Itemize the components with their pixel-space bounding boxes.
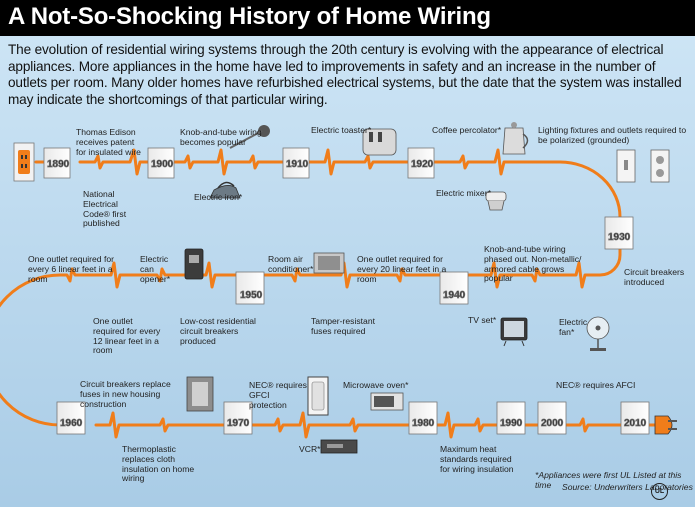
label-breakers-replace-fuses: Circuit breakers replace fuses in new ho… xyxy=(80,379,171,409)
year-1950: 1950 xyxy=(240,290,263,301)
year-box-1920: 1920 xyxy=(407,147,435,179)
label-nec-first-published: National Electrical Code® first publishe… xyxy=(83,189,127,229)
toaster-icon xyxy=(362,128,397,156)
wall-outlet-icon xyxy=(13,142,35,182)
label-low-cost-breakers: Low-cost residential circuit breakers pr… xyxy=(180,316,256,346)
year-box-1970: 1970 xyxy=(223,401,253,435)
footnote: *Appliances were first UL Listed at this… xyxy=(535,470,682,490)
year-1900: 1900 xyxy=(151,159,174,170)
year-box-1930: 1930 xyxy=(604,216,634,250)
title-bar xyxy=(0,0,695,36)
label-electric-iron: Electric iron* xyxy=(194,192,243,202)
year-box-1980: 1980 xyxy=(408,401,438,435)
breaker-panel-icon xyxy=(186,376,214,412)
label-coffee-percolator: Coffee percolator* xyxy=(432,125,502,135)
label-outlet-12-feet: One outlet required for every 12 linear … xyxy=(93,316,161,356)
cable-roll-icon xyxy=(229,125,270,149)
iron-icon xyxy=(209,181,241,199)
wire-row-2 xyxy=(0,243,622,427)
year-1920: 1920 xyxy=(411,159,434,170)
gfci-outlet-icon xyxy=(307,376,329,416)
intro-paragraph: The evolution of residential wiring syst… xyxy=(8,42,682,107)
label-thermoplastic-insulation: Thermoplastic replaces cloth insulation … xyxy=(122,444,195,484)
year-box-1960: 1960 xyxy=(56,401,86,435)
label-microwave-oven: Microwave oven* xyxy=(343,380,409,390)
label-knob-and-tube-phased-out: Knob-and-tube wiring phased out. Non-met… xyxy=(484,244,582,284)
page-title: A Not-So-Shocking History of Home Wiring xyxy=(8,3,491,30)
label-outlet-20-feet: One outlet required for every 20 linear … xyxy=(357,254,447,284)
year-2010: 2010 xyxy=(624,418,647,429)
air-conditioner-icon xyxy=(313,252,345,274)
year-1890: 1890 xyxy=(47,159,70,170)
microwave-icon xyxy=(370,392,404,411)
plug-icon xyxy=(654,415,677,435)
year-box-1950: 1950 xyxy=(235,271,265,305)
label-nec-afci: NEC® requires AFCI xyxy=(556,380,636,390)
year-box-1990: 1990 xyxy=(496,401,526,435)
label-electric-fan: Electric fan* xyxy=(559,317,588,337)
label-electric-toaster: Electric toaster* xyxy=(311,125,372,135)
light-switch-icon xyxy=(616,149,636,183)
label-room-air-conditioner: Room air conditioner* xyxy=(268,254,314,274)
year-2000: 2000 xyxy=(541,418,564,429)
year-box-1910: 1910 xyxy=(282,147,310,179)
label-circuit-breakers-introduced: Circuit breakers introduced xyxy=(624,267,685,287)
year-box-2000: 2000 xyxy=(537,401,567,435)
label-tamper-resistant-fuses: Tamper-resistant fuses required xyxy=(311,316,375,336)
vcr-icon xyxy=(320,439,358,454)
year-box-1890: 1890 xyxy=(43,147,71,179)
label-maximum-heat-standards: Maximum heat standards required for wiri… xyxy=(440,444,514,474)
tv-icon xyxy=(500,317,528,347)
year-box-1940: 1940 xyxy=(439,271,469,305)
outlet-plate-icon xyxy=(650,149,670,183)
year-1930: 1930 xyxy=(608,232,631,243)
label-knob-and-tube-popular: Knob-and-tube wiring becomes popular xyxy=(180,127,262,147)
year-1940: 1940 xyxy=(443,290,466,301)
label-electric-mixer: Electric mixer* xyxy=(436,188,491,198)
coffee-percolator-icon xyxy=(502,122,529,155)
label-tv-set: TV set* xyxy=(468,315,497,325)
year-1960: 1960 xyxy=(60,418,83,429)
fan-icon xyxy=(586,316,610,351)
label-vcr: VCR* xyxy=(299,444,321,454)
year-boxes: 1890 1900 1910 1920 1930 1950 1940 1960 … xyxy=(43,147,650,435)
year-1980: 1980 xyxy=(412,418,435,429)
label-electric-can-opener: Electric can opener* xyxy=(140,254,171,284)
mixer-icon xyxy=(485,191,507,211)
year-box-2010: 2010 xyxy=(620,401,650,435)
year-1990: 1990 xyxy=(500,418,523,429)
source-credit: Source: Underwriters Laboratories xyxy=(562,482,693,492)
year-box-1900: 1900 xyxy=(147,147,175,179)
label-edison-patent: Thomas Edison receives patent for insula… xyxy=(76,127,141,157)
label-outlet-6-feet: One outlet required for every 6 linear f… xyxy=(28,254,114,284)
can-opener-icon xyxy=(184,248,204,280)
ul-logo: UL xyxy=(651,483,668,500)
label-polarized-outlets: Lighting fixtures and outlets required t… xyxy=(538,125,687,145)
year-1970: 1970 xyxy=(227,418,250,429)
label-nec-gfci: NEC® requires GFCI protection xyxy=(249,380,307,410)
year-1910: 1910 xyxy=(286,159,309,170)
